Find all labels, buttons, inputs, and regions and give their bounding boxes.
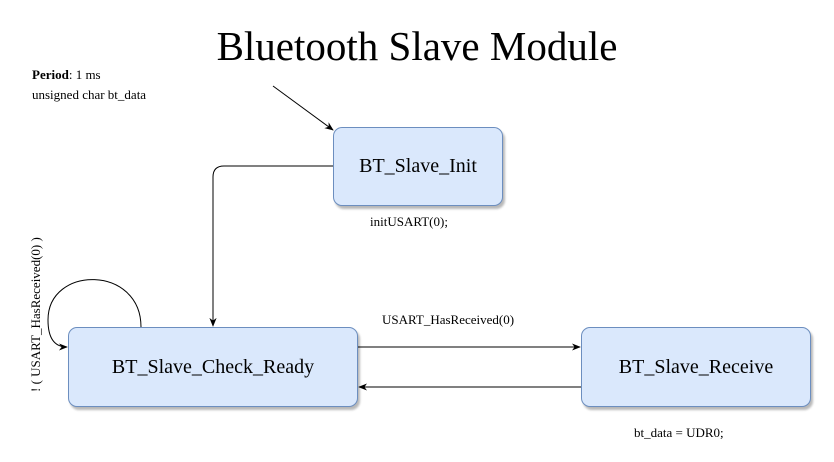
state-bt-slave-init[interactable]: BT_Slave_Init: [333, 127, 503, 206]
state-label: BT_Slave_Init: [359, 155, 477, 177]
receive-condition-label: USART_HasReceived(0): [382, 312, 515, 327]
state-bt-slave-receive[interactable]: BT_Slave_Receive: [581, 327, 811, 407]
variable-declaration: unsigned char bt_data: [32, 87, 147, 102]
receive-action-label: bt_data = UDR0;: [634, 425, 724, 440]
state-label: BT_Slave_Check_Ready: [111, 355, 315, 378]
period-value: : 1 ms: [68, 67, 101, 82]
state-bt-slave-check-ready[interactable]: BT_Slave_Check_Ready: [68, 327, 358, 407]
period-line: Period: 1 ms: [32, 65, 146, 85]
edge-init-to-check: [209, 165, 333, 327]
period-label: Period: [32, 67, 69, 82]
diagram-title: Bluetooth Slave Module: [216, 23, 618, 69]
edge-check-self-loop: [47, 279, 142, 351]
period-note: Period: 1 ms unsigned char bt_data: [32, 65, 146, 105]
self-loop-condition-label: ! ( USART_HasReceived(0) ): [28, 237, 43, 392]
initial-arrow: [272, 85, 334, 131]
init-action-label: initUSART(0);: [370, 214, 448, 229]
state-label: BT_Slave_Receive: [618, 355, 774, 378]
